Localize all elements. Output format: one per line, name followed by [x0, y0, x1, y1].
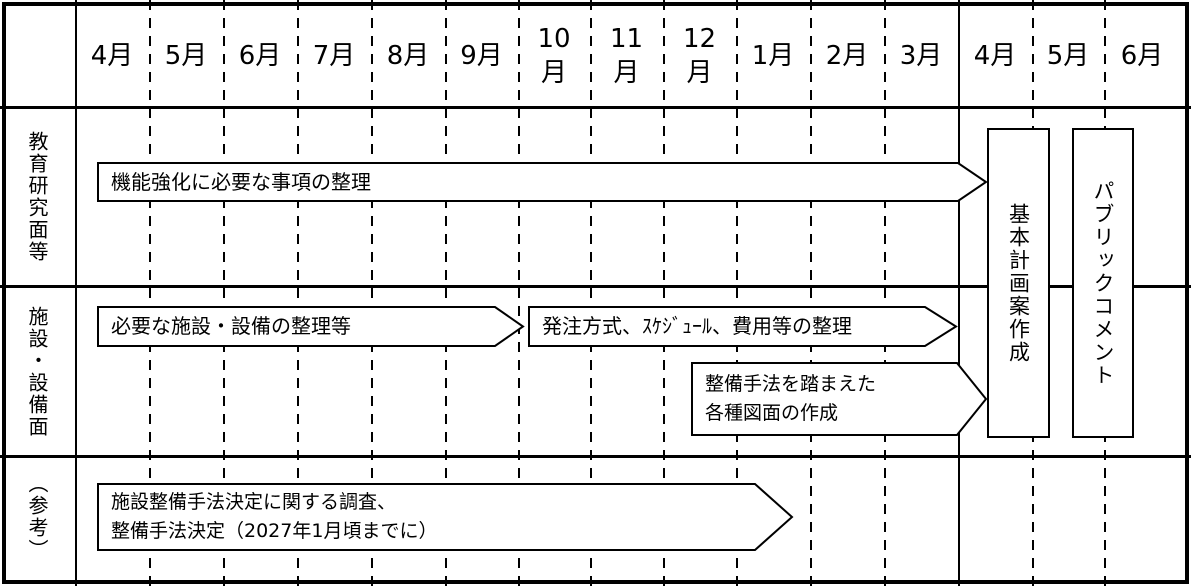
pentagon-arrow-shape	[691, 362, 988, 436]
month-divider	[149, 0, 151, 586]
month-header-feb: 2月	[825, 41, 869, 72]
task-label: 施設整備手法決定に関する調査、 整備手法決定（2027年1月頃までに）	[111, 490, 438, 542]
month-divider	[445, 0, 447, 586]
month-header-may2: 5月	[1046, 41, 1090, 72]
month-divider	[663, 0, 665, 586]
pentagon-arrow-shape	[97, 162, 988, 202]
month-header-jun2: 6月	[1120, 41, 1164, 72]
month-header-jun: 6月	[238, 41, 282, 72]
month-divider	[297, 0, 299, 586]
month-header-dec: 12 月	[682, 24, 717, 88]
row-label-reference: （参考）	[25, 472, 49, 561]
month-header-apr2: 4月	[973, 41, 1017, 72]
task-label: 整備手法を踏まえた 各種図面の作成	[705, 372, 877, 424]
month-divider	[590, 0, 592, 586]
month-header-jul: 7月	[312, 41, 356, 72]
task-label: 必要な施設・設備の整理等	[111, 314, 351, 338]
month-header-oct: 10 月	[537, 24, 571, 88]
task-arrow-function-enhancement: 機能強化に必要な事項の整理	[97, 162, 988, 202]
row-divider	[0, 285, 1191, 288]
row-label-education-research: 教育研究面等	[25, 130, 49, 263]
month-divider	[518, 0, 520, 586]
fiscal-year-divider	[958, 0, 960, 586]
month-header-sep: 9月	[460, 41, 503, 72]
month-divider	[736, 0, 738, 586]
month-divider	[223, 0, 225, 586]
task-arrow-method-survey: 施設整備手法決定に関する調査、 整備手法決定（2027年1月頃までに）	[97, 483, 794, 551]
pentagon-arrow-shape	[97, 306, 525, 347]
header-divider	[0, 106, 1191, 109]
month-header-apr: 4月	[90, 41, 134, 72]
task-arrow-drawings-creation: 整備手法を踏まえた 各種図面の作成	[691, 362, 988, 436]
pentagon-arrow-shape	[97, 483, 794, 551]
task-arrow-facility-sorting: 必要な施設・設備の整理等	[97, 306, 525, 347]
milestone-box-public-comment: パブリックコメント	[1072, 128, 1134, 438]
pentagon-arrow-shape	[528, 306, 958, 347]
month-divider	[371, 0, 373, 586]
month-divider	[810, 0, 812, 586]
row-label-facility-equipment: 施設・設備面	[25, 305, 49, 438]
month-header-aug: 8月	[386, 41, 430, 72]
task-label: 機能強化に必要な事項の整理	[111, 169, 371, 194]
milestone-box-basic-plan-draft: 基本計画案作成	[987, 128, 1050, 438]
month-header-jan: 1月	[751, 41, 795, 72]
task-arrow-ordering-method: 発注方式、ｽｹｼﾞｭｰﾙ、費用等の整理	[528, 306, 958, 347]
month-header-nov: 11 月	[609, 24, 644, 88]
month-divider	[884, 0, 886, 586]
label-column-divider	[75, 0, 77, 586]
row-divider	[0, 455, 1191, 458]
month-header-may: 5月	[164, 41, 208, 72]
month-header-mar: 3月	[899, 41, 943, 72]
task-label: 発注方式、ｽｹｼﾞｭｰﾙ、費用等の整理	[542, 314, 852, 338]
